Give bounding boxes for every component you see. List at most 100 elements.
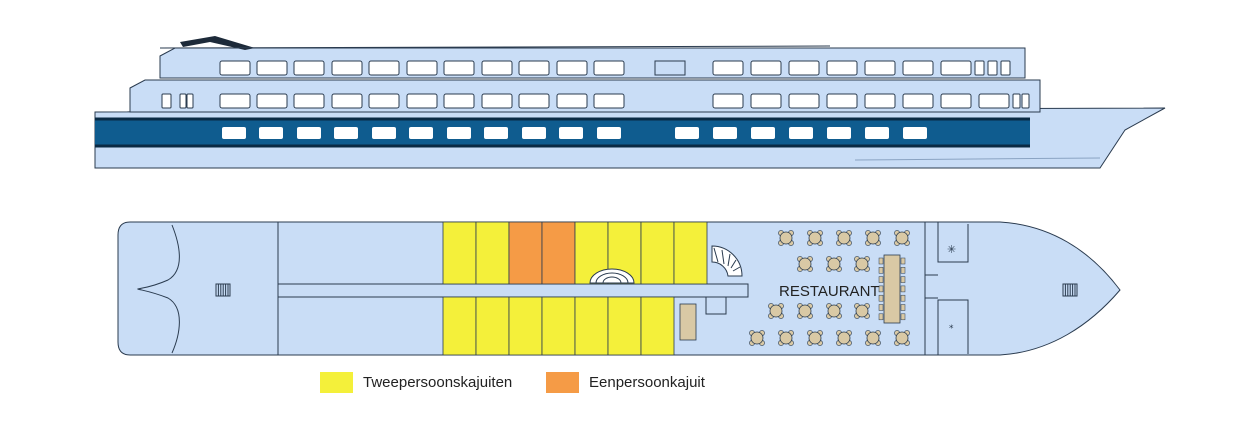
window — [556, 60, 588, 76]
window — [293, 60, 325, 76]
cabin-two-person — [475, 221, 510, 285]
cabin-single — [508, 221, 543, 285]
window — [219, 60, 251, 76]
window — [556, 93, 588, 109]
porthole — [447, 127, 471, 139]
cabins — [442, 221, 708, 356]
legend-item-single: Eenpersoonkajuit — [546, 372, 705, 393]
window — [443, 60, 475, 76]
porthole — [259, 127, 283, 139]
stairs-icon — [589, 245, 743, 284]
window — [940, 60, 972, 76]
window — [826, 60, 858, 76]
window — [864, 60, 896, 76]
porthole — [297, 127, 321, 139]
table — [807, 230, 823, 246]
ladder-icon — [215, 283, 231, 297]
restaurant-tables — [749, 230, 910, 346]
window — [368, 93, 400, 109]
table — [894, 330, 910, 346]
table — [865, 230, 881, 246]
window — [406, 60, 438, 76]
cabin-two-person — [607, 296, 642, 356]
window — [481, 93, 513, 109]
window — [256, 93, 288, 109]
window — [368, 60, 400, 76]
window — [256, 60, 288, 76]
table — [894, 230, 910, 246]
cabin-two-person — [673, 221, 708, 285]
legend-label-single: Eenpersoonkajuit — [589, 374, 705, 391]
window — [940, 93, 972, 109]
window — [406, 93, 438, 109]
porthole — [827, 127, 851, 139]
window — [1000, 60, 1011, 76]
window — [826, 93, 858, 109]
window — [712, 60, 744, 76]
deck-plan: RESTAURANT ✳ * — [117, 221, 1121, 356]
porthole — [484, 127, 508, 139]
table — [854, 303, 870, 319]
porthole — [522, 127, 546, 139]
window — [219, 93, 251, 109]
window — [902, 93, 934, 109]
window — [902, 60, 934, 76]
snowflake-icon: ✳ — [947, 243, 956, 256]
porthole — [409, 127, 433, 139]
table — [826, 256, 842, 272]
ship-side-view — [94, 36, 1166, 169]
cabin-single — [541, 221, 576, 285]
porthole — [903, 127, 927, 139]
porthole — [713, 127, 737, 139]
porthole — [789, 127, 813, 139]
table — [797, 256, 813, 272]
table — [836, 330, 852, 346]
cabin-two-person — [541, 296, 576, 356]
window — [1021, 93, 1030, 109]
porthole — [559, 127, 583, 139]
table — [778, 330, 794, 346]
cabin-two-person — [442, 296, 477, 356]
cabin-two-person — [508, 296, 543, 356]
window — [518, 93, 550, 109]
table — [826, 303, 842, 319]
window — [1012, 93, 1021, 109]
window — [518, 60, 550, 76]
cabin-two-person — [640, 296, 675, 356]
cabin-two-person — [475, 296, 510, 356]
restaurant-label: RESTAURANT — [779, 283, 880, 300]
window — [788, 60, 820, 76]
window — [293, 93, 325, 109]
cabin-two-person — [442, 221, 477, 285]
window — [331, 60, 363, 76]
window — [788, 93, 820, 109]
table — [749, 330, 765, 346]
window — [987, 60, 998, 76]
legend-label-two-person: Tweepersoonskajuiten — [363, 374, 513, 391]
window — [974, 60, 985, 76]
window — [593, 93, 625, 109]
table — [807, 330, 823, 346]
asterisk-icon: * — [949, 324, 954, 334]
table — [797, 303, 813, 319]
window — [712, 93, 744, 109]
window — [750, 93, 782, 109]
porthole — [865, 127, 889, 139]
window — [750, 60, 782, 76]
window — [161, 93, 172, 109]
window — [481, 60, 513, 76]
legend-item-two-person: Tweepersoonskajuiten — [320, 372, 512, 393]
cabin-two-person — [640, 221, 675, 285]
window — [443, 93, 475, 109]
ladder-icon — [1062, 283, 1078, 297]
table — [836, 230, 852, 246]
window — [593, 60, 625, 76]
window — [864, 93, 896, 109]
legend-swatch-single — [546, 372, 579, 393]
window — [331, 93, 363, 109]
porthole — [222, 127, 246, 139]
porthole — [334, 127, 358, 139]
porthole — [372, 127, 396, 139]
side-windows — [161, 60, 1030, 139]
table — [865, 330, 881, 346]
